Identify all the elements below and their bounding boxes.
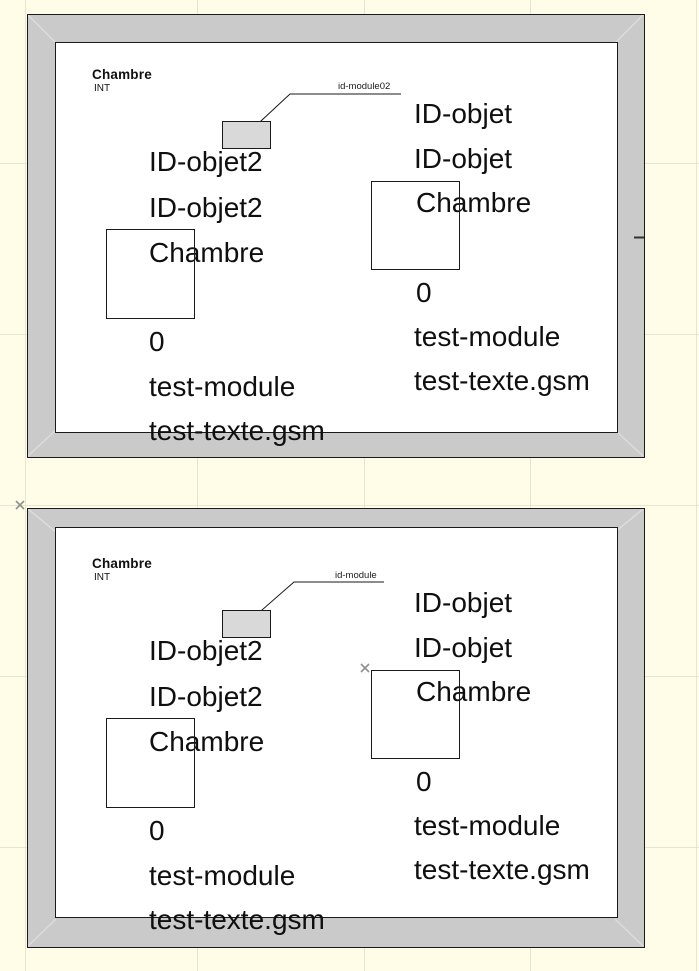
module-box[interactable] (222, 610, 271, 638)
object-id-text[interactable]: ID-objet2 (149, 681, 263, 712)
snap-cross-icon (15, 500, 25, 510)
object-id-text[interactable]: ID-objet2 (149, 635, 263, 666)
file-name-text[interactable]: test-texte.gsm (414, 854, 590, 885)
object-square[interactable] (371, 181, 460, 270)
module-box[interactable] (222, 121, 271, 149)
object-id-text[interactable]: ID-objet2 (149, 146, 263, 177)
zone-name-text[interactable]: Chambre (416, 187, 532, 218)
snap-cross-icon (15, 500, 25, 510)
room-panel-2[interactable]: Chambre INT id-module ID-objet2 ID-objet… (27, 508, 645, 948)
module-leader-label[interactable]: id-module02 (338, 81, 391, 92)
module-name-text[interactable]: test-module (414, 321, 561, 352)
zone-stamp-type[interactable]: INT (94, 572, 111, 583)
module-leader-label[interactable]: id-module (335, 570, 377, 581)
zone-name-text[interactable]: Chambre (416, 676, 532, 707)
object-square[interactable] (106, 718, 195, 808)
zone-stamp-title[interactable]: Chambre (92, 67, 152, 82)
file-name-text[interactable]: test-texte.gsm (149, 904, 325, 935)
module-name-text[interactable]: test-module (414, 810, 561, 841)
file-name-text[interactable]: test-texte.gsm (149, 415, 325, 446)
zone-name-text[interactable]: Chambre (149, 237, 265, 268)
file-name-text[interactable]: test-texte.gsm (414, 365, 590, 396)
object-id-text[interactable]: ID-objet (414, 143, 513, 174)
object-id-text[interactable]: ID-objet (414, 632, 513, 663)
value-text[interactable]: 0 (416, 766, 432, 797)
zone-stamp-type[interactable]: INT (94, 83, 111, 94)
object-id-text[interactable]: ID-objet (414, 98, 513, 129)
zone-stamp-title[interactable]: Chambre (92, 556, 152, 571)
object-square[interactable] (106, 229, 195, 319)
module-name-text[interactable]: test-module (149, 860, 296, 891)
value-text[interactable]: 0 (416, 277, 432, 308)
module-name-text[interactable]: test-module (149, 371, 296, 402)
value-text[interactable]: 0 (149, 815, 165, 846)
room-panel-1[interactable]: Chambre INT id-module02 ID-objet2 ID-obj… (27, 14, 645, 458)
zone-name-text[interactable]: Chambre (149, 726, 265, 757)
value-text[interactable]: 0 (149, 326, 165, 357)
object-square[interactable] (371, 670, 460, 759)
object-id-text[interactable]: ID-objet2 (149, 192, 263, 223)
object-id-text[interactable]: ID-objet (414, 587, 513, 618)
